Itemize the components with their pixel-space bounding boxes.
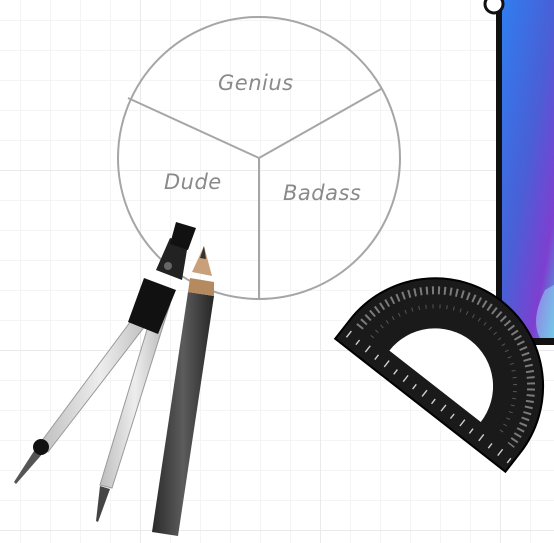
- segment-label-badass: Badass: [283, 181, 361, 205]
- segment-label-dude: Dude: [164, 170, 222, 194]
- resize-handle-icon[interactable]: [485, 0, 503, 13]
- divider-right: [259, 89, 381, 158]
- tablet-screen-image: [485, 0, 554, 345]
- segment-label-genius: Genius: [218, 71, 294, 95]
- divider-left: [128, 98, 259, 158]
- three-part-diagram: Genius Dude Badass: [118, 17, 400, 299]
